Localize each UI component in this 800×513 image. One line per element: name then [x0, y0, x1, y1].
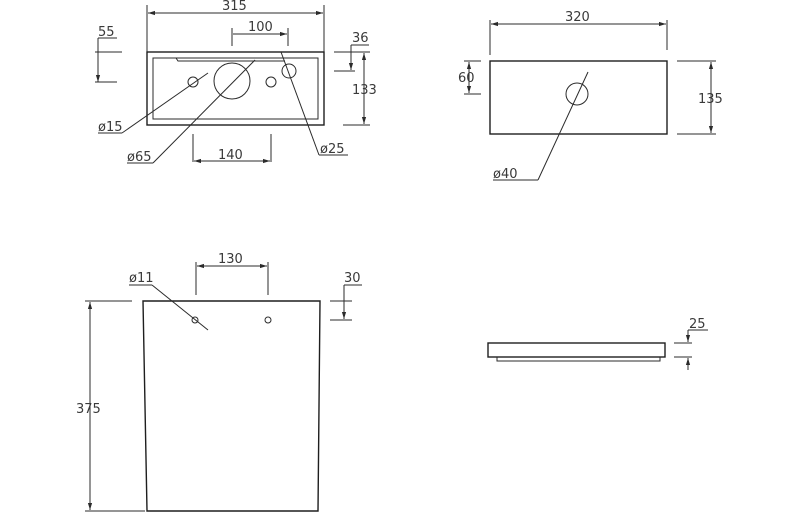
dim-dia-waste-label: ø65	[127, 150, 152, 165]
view-top-right: 320 60 135 ø40	[458, 10, 723, 182]
dim-dia-tap-label: ø25	[320, 142, 345, 157]
dim-hole-offset-label: 60	[458, 71, 475, 86]
dim-dia-small-label: ø15	[98, 120, 123, 135]
hole-small-icon	[187, 76, 199, 88]
dim-offset-right-label: 36	[352, 31, 369, 46]
waste-hole-icon	[213, 62, 251, 100]
hole-small-right-icon	[265, 76, 277, 88]
lid-underside	[496, 357, 661, 362]
dim-offset-left-label: 55	[98, 25, 115, 40]
fixing-hole-left-icon	[191, 316, 199, 324]
dim-bottom-spacing-label: 140	[218, 148, 243, 163]
dim-rear-width-label: 320	[565, 10, 590, 25]
view-bottom-right: 25	[487, 317, 708, 370]
dim-thickness-label: 25	[689, 317, 706, 332]
view-top-left: 315 100 55 36 133 140 ø15	[95, 0, 377, 165]
rear-outline	[489, 60, 668, 135]
dim-height-label: 375	[76, 402, 101, 417]
tap-hole-icon	[281, 63, 297, 79]
inner-bowl	[152, 57, 319, 120]
dim-dia-fixing-label: ø11	[129, 271, 154, 286]
dim-rear-height-label: 135	[698, 92, 723, 107]
dim-depth-label: 133	[352, 83, 377, 98]
dim-fixing-spacing-label: 130	[218, 252, 243, 267]
dim-dia-hole-label: ø40	[493, 167, 518, 182]
dim-hole-spacing-label: 100	[248, 20, 273, 35]
basin-outline	[146, 51, 325, 126]
view-bottom-left: 130 ø11 30 375	[76, 252, 362, 512]
elevation-outline	[142, 300, 321, 512]
dim-fixing-offset-label: 30	[344, 271, 361, 286]
fixing-hole-right-icon	[264, 316, 272, 324]
dim-width-label: 315	[222, 0, 247, 14]
hole-40-icon	[565, 82, 589, 106]
lid-outline	[487, 342, 666, 358]
